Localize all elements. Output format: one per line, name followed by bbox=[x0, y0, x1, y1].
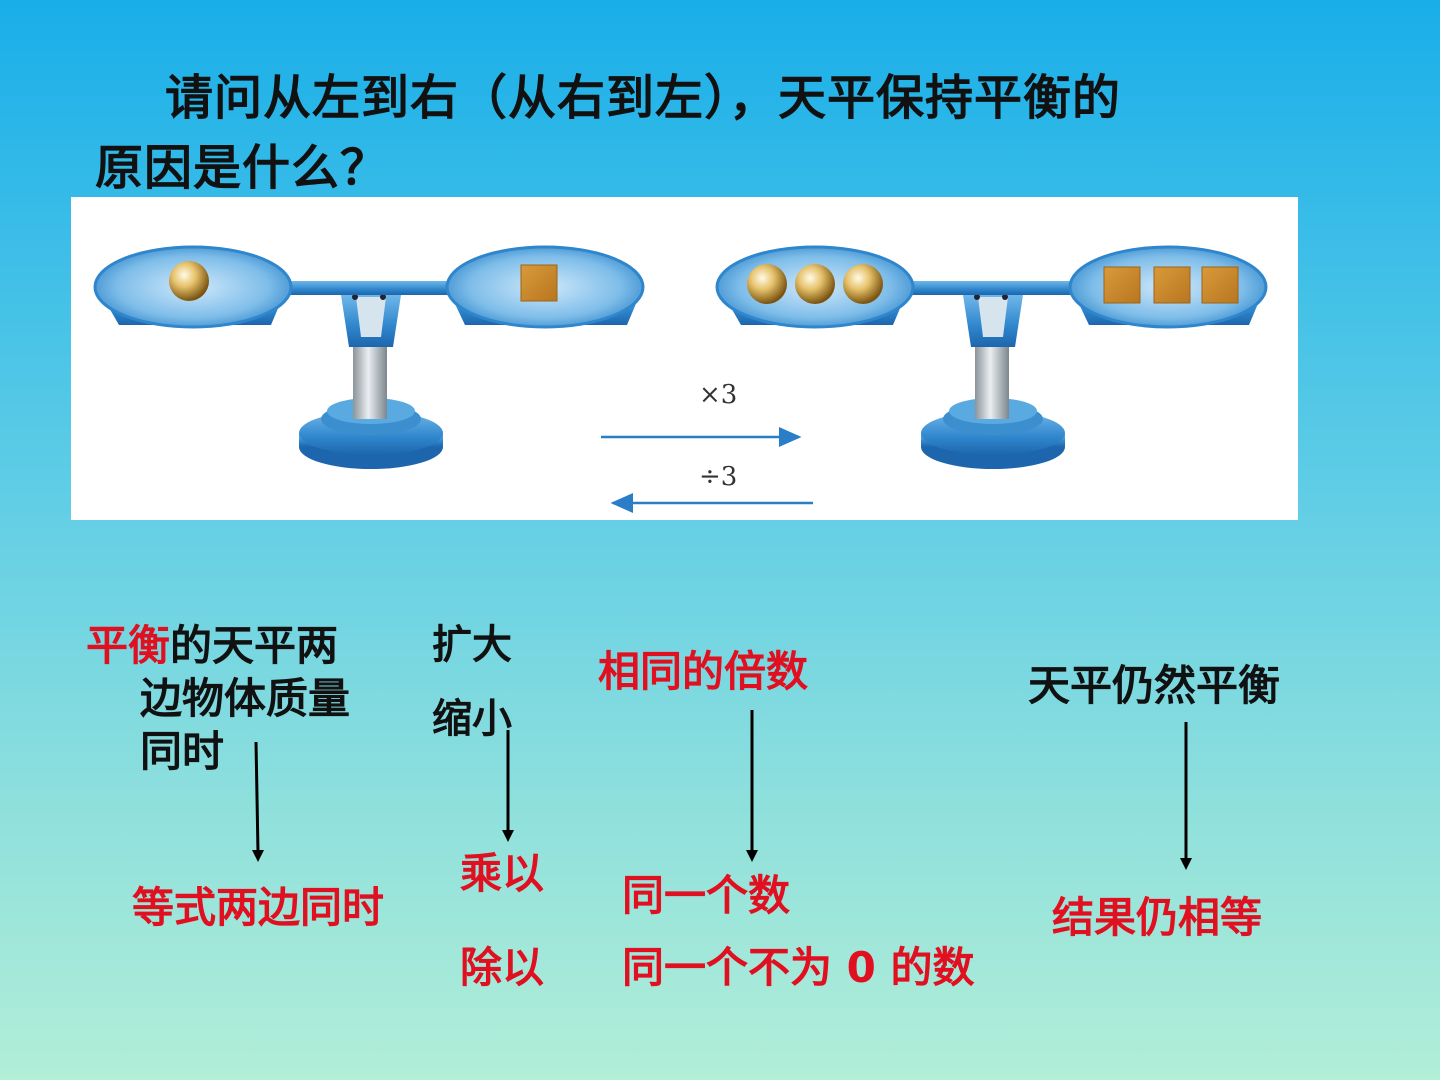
balanced-keyword: 平衡 bbox=[86, 621, 171, 670]
cube-icon bbox=[1201, 266, 1239, 304]
still-balanced-text: 天平仍然平衡 bbox=[1028, 661, 1281, 710]
ball-icon bbox=[795, 264, 835, 304]
multiply-text: 乘以 bbox=[460, 849, 545, 898]
cube-icon bbox=[1153, 266, 1191, 304]
ball-icon bbox=[169, 261, 209, 301]
divide-text: 除以 bbox=[460, 943, 545, 992]
same-number-text: 同一个数 bbox=[622, 871, 791, 920]
still-equal-text: 结果仍相等 bbox=[1052, 893, 1263, 942]
question-line-2: 原因是什么？ bbox=[95, 140, 390, 196]
op-multiply-label: ×3 bbox=[699, 380, 737, 410]
left-balance-scale bbox=[93, 245, 645, 469]
arrow-down-1 bbox=[254, 741, 260, 853]
balanced-rest: 的天平两 bbox=[170, 621, 339, 670]
ball-icon bbox=[747, 264, 787, 304]
cube-icon bbox=[520, 264, 558, 302]
enlarge-text: 扩大 bbox=[432, 622, 512, 668]
balanced-scale-text: 平衡的天平两 bbox=[86, 612, 338, 673]
same-multiple-text: 相同的倍数 bbox=[598, 647, 809, 696]
op-divide-label: ÷3 bbox=[699, 462, 737, 492]
both-sides-text: 边物体质量 bbox=[140, 674, 351, 723]
simultaneously-text: 同时 bbox=[140, 727, 225, 776]
cube-icon bbox=[1103, 266, 1141, 304]
same-nonzero-number-text: 同一个不为 0 的数 bbox=[622, 943, 975, 992]
ball-icon bbox=[843, 264, 883, 304]
balance-figure: ×3 ÷3 bbox=[93, 245, 1268, 513]
shrink-text: 缩小 bbox=[432, 696, 512, 742]
right-balance-scale bbox=[715, 245, 1268, 469]
question-line-1: 请问从左到右（从右到左），天平保持平衡的 bbox=[165, 70, 1122, 126]
eq-both-sides-text: 等式两边同时 bbox=[132, 883, 385, 932]
balance-figure-panel: ×3 ÷3 bbox=[71, 197, 1298, 520]
